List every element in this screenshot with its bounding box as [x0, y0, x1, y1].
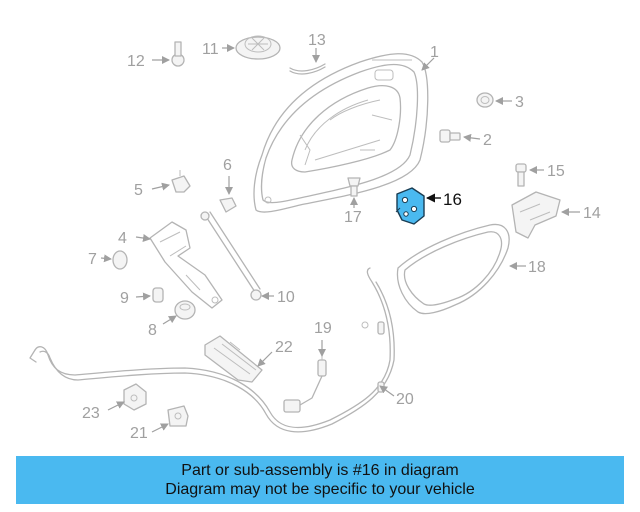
svg-text:14: 14 — [583, 205, 601, 222]
parts-diagram: 1 2 3 4 5 6 7 8 9 10 11 12 — [29, 32, 601, 442]
svg-text:1: 1 — [430, 44, 439, 61]
svg-text:13: 13 — [308, 32, 326, 49]
banner-line-1: Part or sub-assembly is #16 in diagram — [181, 462, 459, 479]
svg-text:15: 15 — [547, 163, 565, 180]
bump-stop-part — [476, 92, 494, 108]
svg-text:19: 19 — [314, 320, 332, 337]
svg-text:5: 5 — [134, 182, 143, 199]
callout-20: 20 — [379, 385, 414, 408]
motor-part-11 — [235, 35, 281, 60]
callout-5: 5 — [134, 182, 170, 199]
svg-text:6: 6 — [223, 157, 232, 174]
svg-text:8: 8 — [148, 322, 157, 339]
bolt-part-15 — [515, 163, 527, 187]
latch-part-14 — [511, 191, 561, 239]
hinge-part — [149, 221, 223, 309]
callout-15: 15 — [529, 163, 565, 180]
svg-text:2: 2 — [483, 132, 492, 149]
callout-17: 17 — [344, 197, 362, 226]
screw-part-17 — [347, 177, 361, 197]
callout-8: 8 — [148, 315, 177, 339]
callout-1: 1 — [421, 44, 439, 71]
clip-part-5 — [171, 170, 191, 193]
callout-22: 22 — [257, 339, 293, 367]
bumper-part-9 — [152, 287, 164, 303]
glass-part — [396, 223, 510, 315]
cable-end-part-19 — [283, 344, 327, 413]
svg-text:23: 23 — [82, 405, 100, 422]
gas-strut-part — [200, 197, 262, 301]
callout-9: 9 — [120, 290, 151, 307]
banner-line-2: Diagram may not be specific to your vehi… — [165, 481, 475, 498]
actuator-part-22 — [204, 335, 263, 383]
callout-18: 18 — [509, 259, 546, 276]
callout-7: 7 — [88, 251, 112, 268]
svg-text:16: 16 — [443, 190, 462, 209]
callout-2: 2 — [463, 132, 492, 149]
callout-19: 19 — [314, 320, 332, 357]
svg-text:22: 22 — [275, 339, 293, 356]
svg-text:10: 10 — [277, 289, 295, 306]
callout-14: 14 — [561, 205, 601, 222]
svg-text:7: 7 — [88, 251, 97, 268]
callout-16[interactable]: 16 — [426, 190, 462, 209]
info-banner: Part or sub-assembly is #16 in diagram D… — [16, 456, 624, 504]
svg-text:3: 3 — [515, 94, 524, 111]
rod-part-13 — [289, 63, 326, 75]
highlighted-bracket-part-16[interactable] — [395, 187, 425, 225]
callout-6: 6 — [223, 157, 233, 195]
svg-text:11: 11 — [202, 41, 219, 58]
bolt-part-12 — [171, 41, 185, 67]
block-part-23 — [123, 383, 147, 411]
trunk-lid-part — [253, 53, 429, 213]
callout-23: 23 — [82, 401, 125, 422]
callout-10: 10 — [261, 289, 295, 306]
svg-text:17: 17 — [344, 209, 362, 226]
svg-text:18: 18 — [528, 259, 546, 276]
bolt-part-2 — [439, 129, 461, 143]
clip-part-21 — [167, 405, 189, 427]
svg-text:4: 4 — [118, 230, 127, 247]
release-cable-part — [29, 267, 395, 433]
svg-text:12: 12 — [127, 53, 145, 70]
callout-13: 13 — [308, 32, 326, 63]
callout-3: 3 — [495, 94, 524, 111]
callout-21: 21 — [130, 423, 169, 442]
svg-text:9: 9 — [120, 290, 129, 307]
callout-4: 4 — [118, 230, 151, 247]
callout-12: 12 — [127, 53, 170, 70]
svg-text:20: 20 — [396, 391, 414, 408]
grommet-part-8 — [174, 300, 196, 320]
svg-text:21: 21 — [130, 425, 148, 442]
callout-11: 11 — [202, 41, 235, 58]
plug-part-7 — [112, 250, 128, 270]
